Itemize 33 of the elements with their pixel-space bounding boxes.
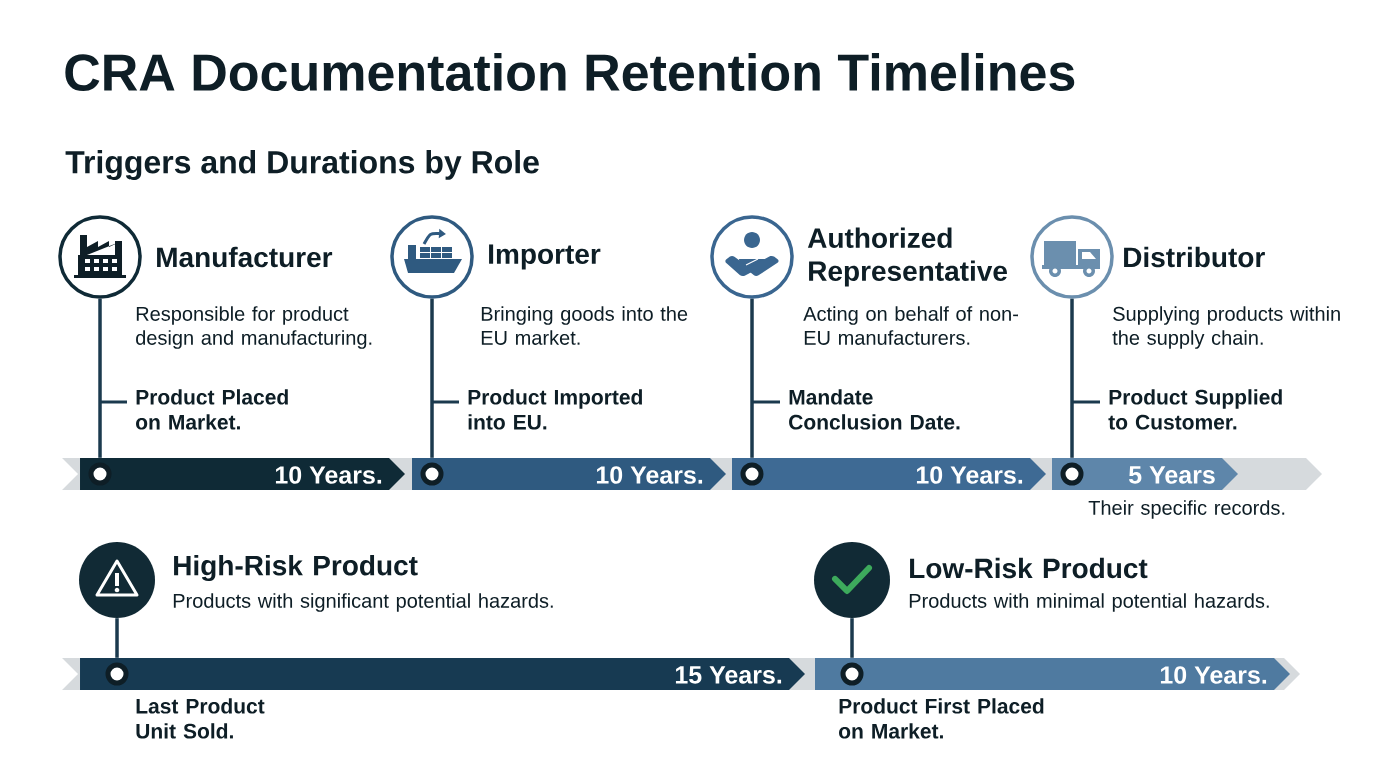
- duration-label: 5 Years: [1129, 466, 1215, 484]
- note-text: Product First Placed on Market.: [839, 698, 1044, 739]
- duration-label: 15 Years.: [675, 666, 782, 684]
- role-heading: High-Risk Product: [174, 554, 418, 582]
- duration-label: 10 Years.: [275, 466, 382, 484]
- connector-line: [850, 618, 854, 658]
- connector-line: [750, 298, 754, 458]
- connector-line: [430, 298, 434, 458]
- description: Products with minimal potential hazards.: [909, 593, 1269, 612]
- description: Bringing goods into the EU market.: [481, 306, 688, 345]
- description: Supplying products within the supply chain.: [1112, 306, 1340, 349]
- connector-line: [115, 618, 119, 658]
- description: Acting on behalf of non-EU manufacturers.: [803, 306, 1018, 345]
- description: Products with significant potential hazards.: [173, 593, 553, 612]
- role-heading: Distributor: [1124, 246, 1265, 268]
- subtitle: Triggers and Durations by Role: [65, 150, 539, 180]
- note-text: Their specific records.: [1088, 500, 1285, 519]
- connector-line: [1070, 298, 1074, 458]
- trigger-text: Mandate Conclusion Date.: [789, 389, 960, 430]
- role-heading: Manufacturer: [157, 246, 333, 268]
- duration-label: 10 Years.: [1160, 666, 1267, 684]
- trigger-text: Product Supplied to Customer.: [1108, 389, 1282, 430]
- note-text: Last Product Unit Sold.: [136, 698, 265, 739]
- trigger-text: Product Imported into EU.: [468, 389, 642, 430]
- description: Responsible for product design and manufacturing.: [136, 306, 372, 349]
- duration-label: 10 Years.: [596, 466, 703, 484]
- duration-label: 10 Years.: [916, 466, 1023, 484]
- role-heading: Importer: [489, 244, 601, 270]
- role-heading: Authorized Representative: [807, 227, 1007, 287]
- trigger-text: Product Placed on Market.: [136, 389, 288, 430]
- connector-line: [98, 298, 102, 458]
- title: CRA Documentation Retention Timelines: [65, 52, 1075, 92]
- role-heading: Low-Risk Product: [910, 557, 1148, 579]
